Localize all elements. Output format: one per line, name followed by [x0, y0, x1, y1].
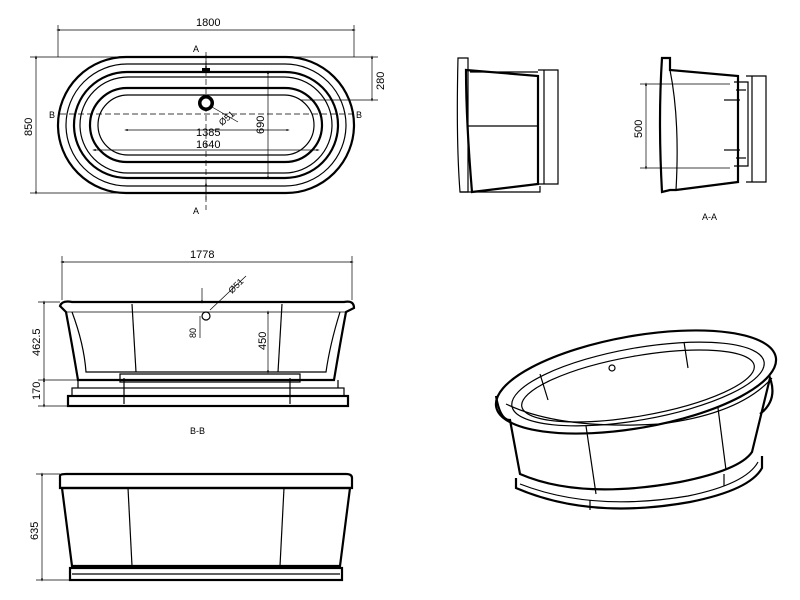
section-b-overflow [201, 311, 211, 321]
section-b-shell [58, 300, 356, 382]
iso-body [494, 374, 774, 491]
section-b-dim-water: 450 [257, 332, 269, 350]
section-b-plinth [66, 394, 350, 408]
side-elev-rim [58, 472, 354, 490]
plan-waste-inner [201, 98, 211, 108]
iso-plinth [514, 456, 764, 510]
section-b-dim-length: 1778 [190, 249, 214, 261]
plan-dim-inner-top: 1640 [196, 139, 220, 151]
iso-overflow [608, 364, 616, 372]
plan-dim-rim: 280 [375, 72, 387, 90]
side-elev-body [60, 486, 352, 568]
plan-dim-length: 1800 [196, 17, 220, 29]
section-b-dim-depth: 462.5 [31, 328, 43, 356]
section-b-label: B-B [190, 426, 205, 436]
plan-dim-width: 850 [23, 118, 35, 136]
plan-dim-inner-width: 690 [255, 116, 267, 134]
section-a-dim-depth: 500 [633, 120, 645, 138]
section-b-left-label: B [49, 110, 55, 120]
section-a-bottom-label: A [193, 206, 199, 216]
side-elev-dim-height: 635 [29, 522, 41, 540]
end-elevation [456, 57, 559, 194]
side-elev-plinth [68, 566, 344, 582]
side-elevation: 635 [29, 472, 354, 582]
iso-rim-outer [494, 329, 778, 435]
end-elev-body [464, 68, 540, 194]
plan-dim-inner-bottom: 1385 [196, 127, 220, 139]
section-b-view: Ø51 80 1778 462.5 170 450 B-B [31, 249, 356, 436]
section-a-view: 500 A-A [633, 56, 767, 222]
section-b-dim-overflow: 80 [188, 328, 198, 338]
section-a-label: A-A [702, 212, 717, 222]
section-a-top-label: A [193, 44, 199, 54]
plan-overflow-slot [202, 68, 210, 71]
isometric-view [494, 329, 778, 510]
section-b-dim-plinth: 170 [31, 382, 43, 400]
section-b-right-label: B [356, 110, 362, 120]
plan-view: A A B B Ø51 1800 850 280 690 1385 [23, 17, 387, 216]
